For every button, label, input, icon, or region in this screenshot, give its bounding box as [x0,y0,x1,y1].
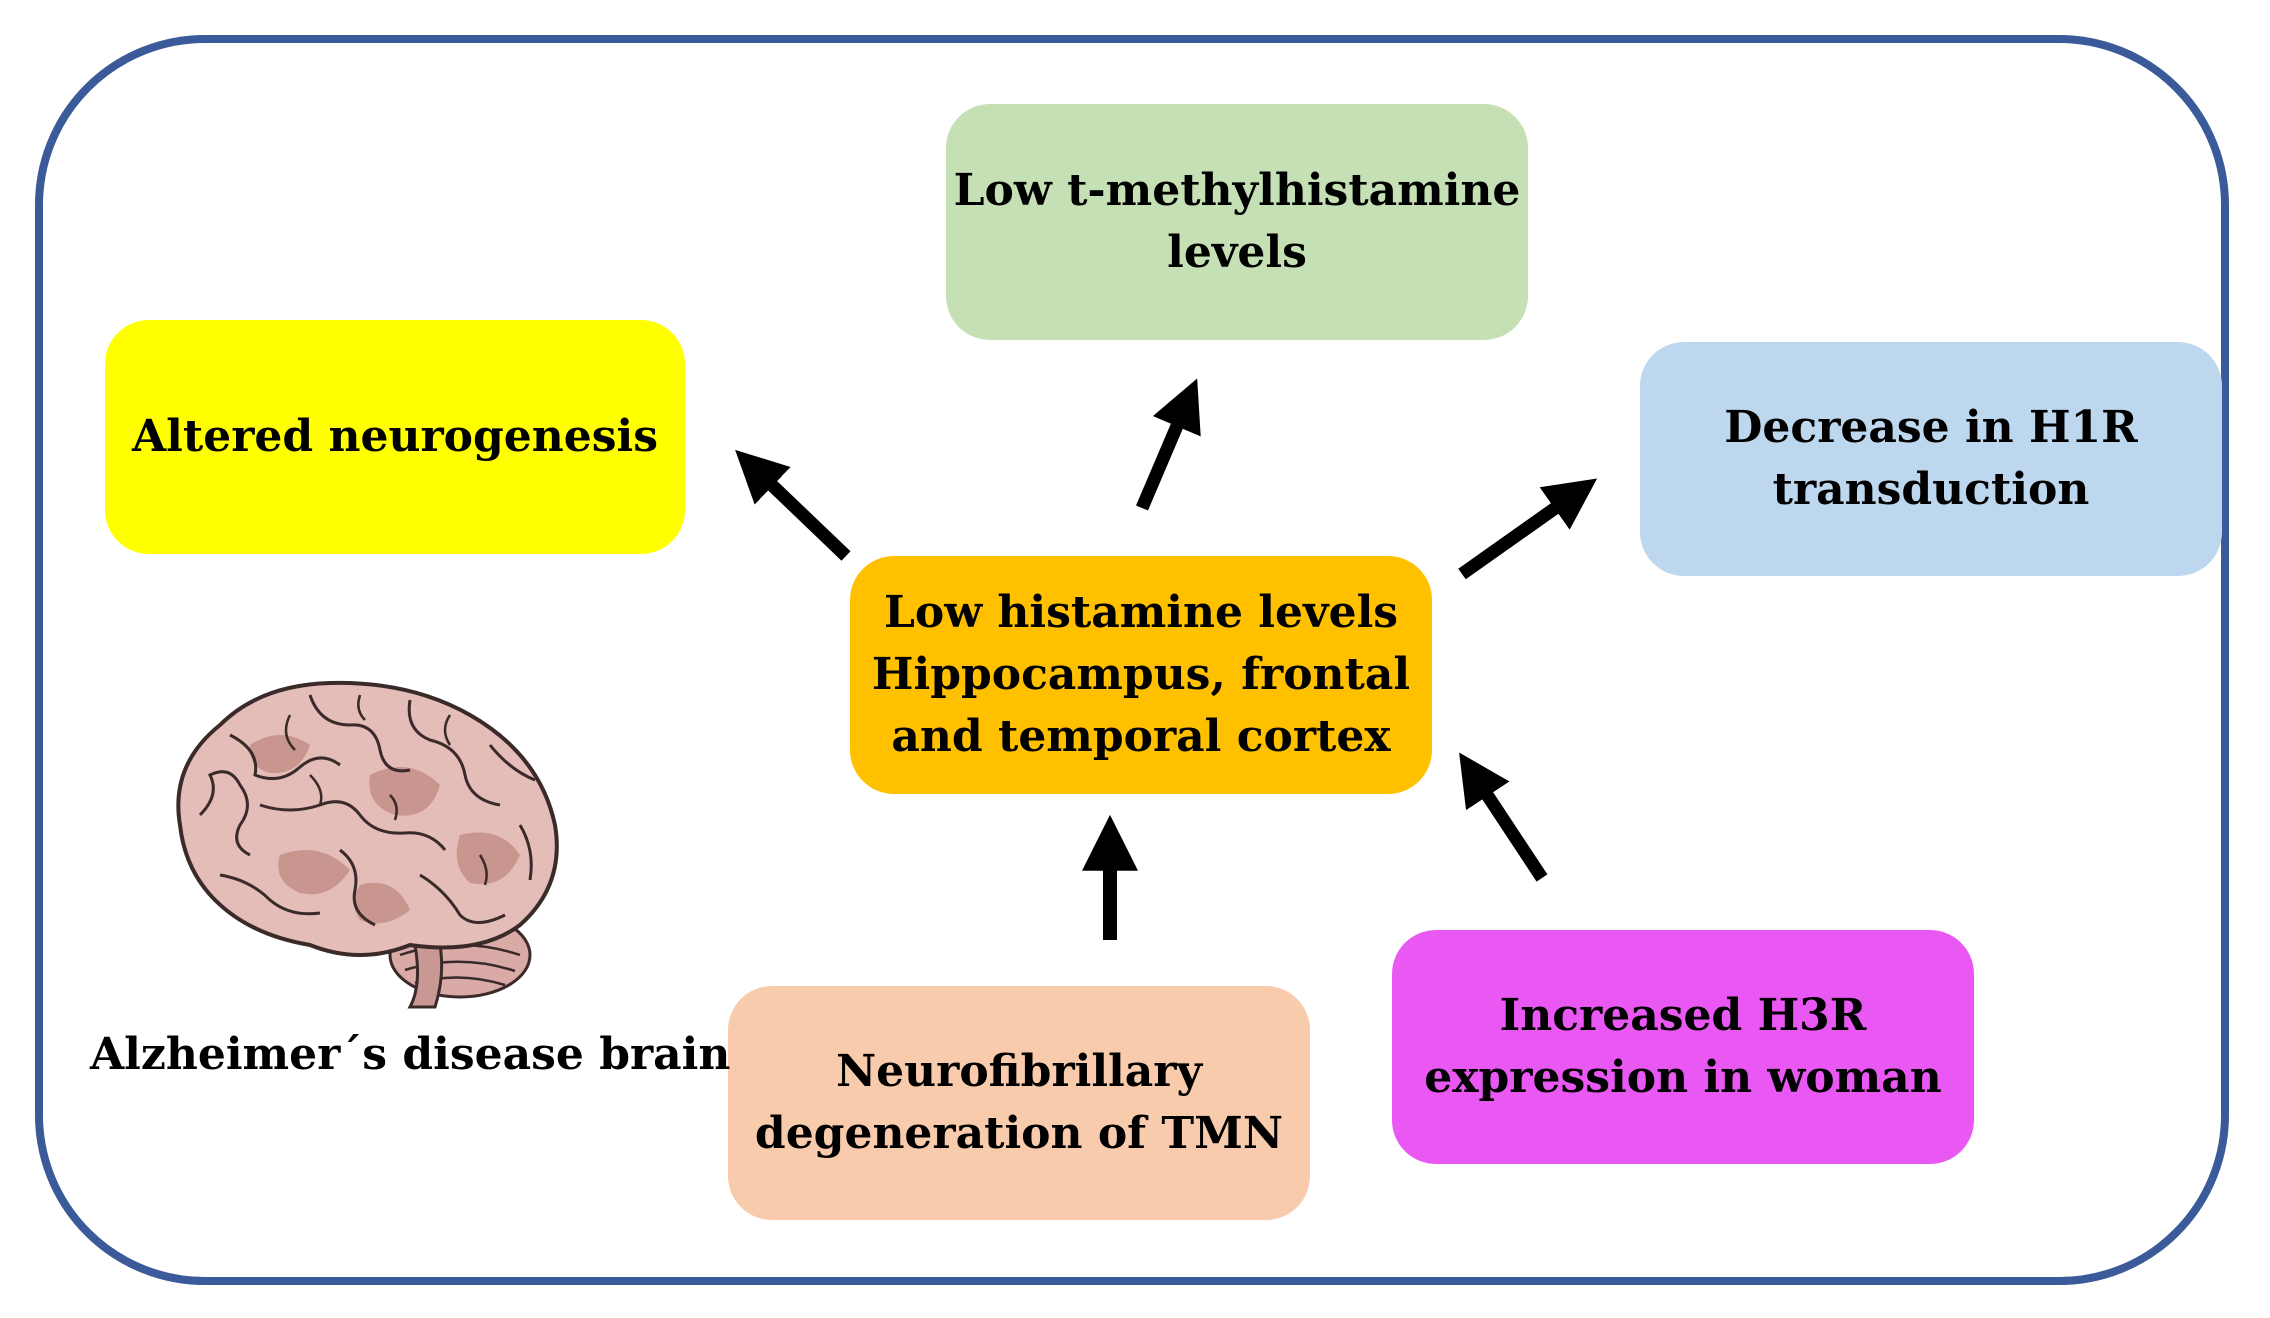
box-decrease-h1r: Decrease in H1R transduction [1640,342,2222,576]
box-line: Low histamine levels [883,587,1399,638]
box-line: expression in woman [1424,1052,1942,1103]
box-altered-neurogenesis: Altered neurogenesis [105,320,685,554]
box-line: Neurofibrillary [835,1046,1203,1097]
arrow-icon [1136,378,1201,511]
arrow-icon [1458,478,1598,580]
box-low-histamine-center: Low histamine levels Hippocampus, fronta… [850,556,1432,794]
box-line: Increased H3R [1499,990,1867,1041]
brain-caption: Alzheimer´s disease brain [90,1029,731,1080]
box-neurofibrillary-degeneration: Neurofibrillary degeneration of TMN [728,986,1310,1220]
box-line: Low t-methylhistamine [953,165,1521,216]
box-line: and temporal cortex [891,711,1391,762]
brain-icon [176,680,559,1009]
box-line: levels [1167,227,1307,278]
box-line: degeneration of TMN [754,1108,1284,1159]
box-low-t-methylhistamine: Low t-methylhistamine levels [946,104,1528,340]
arrow-icon [735,449,851,561]
box-line: Hippocampus, frontal [871,649,1411,700]
box-line: transduction [1772,464,2090,515]
box-line: Decrease in H1R [1724,402,2138,453]
box-increased-h3r: Increased H3R expression in woman [1392,930,1974,1164]
box-line: Altered neurogenesis [132,411,658,462]
arrow-icon [1459,752,1548,882]
